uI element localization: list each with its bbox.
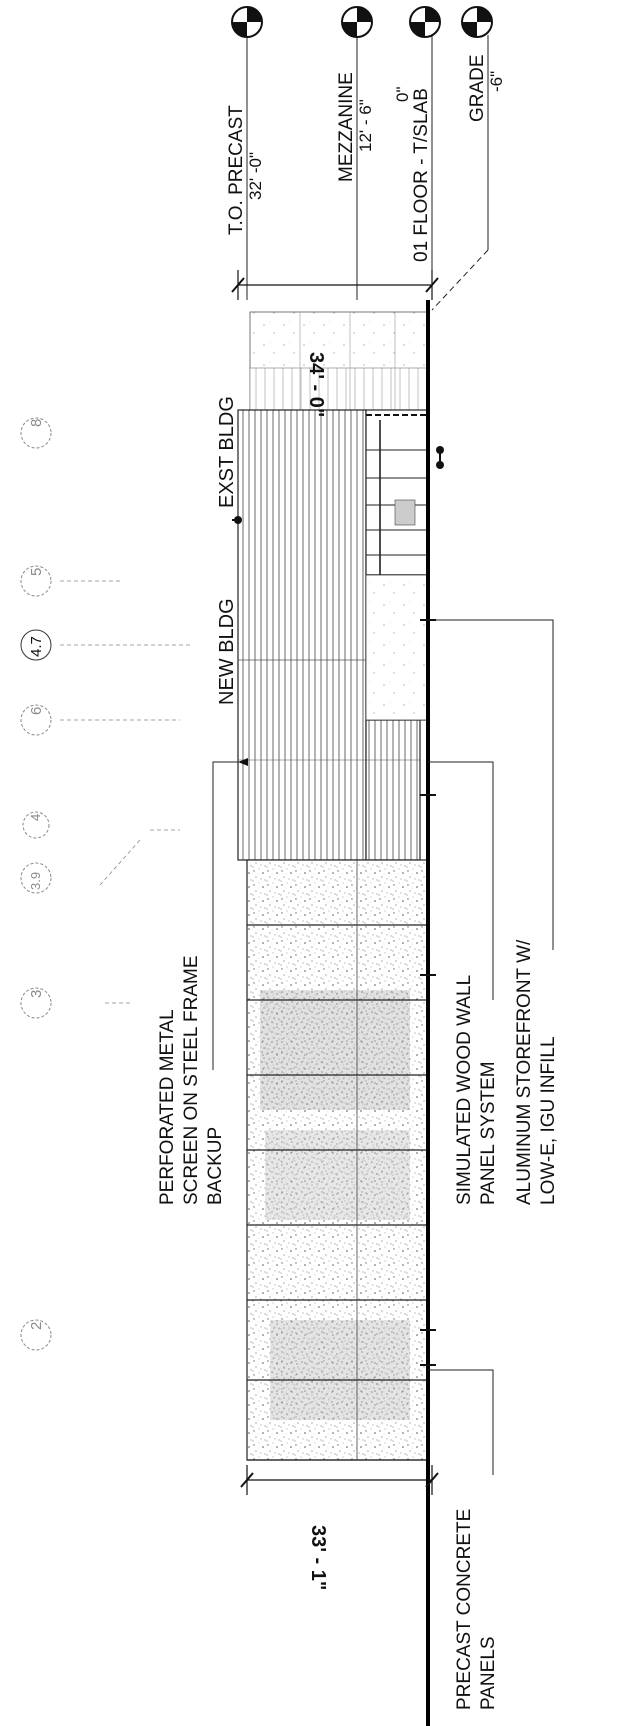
perforated-metal-screen [237,409,421,861]
building-divider [232,446,444,524]
annotation-wood-line1: SIMULATED WOOD WALL [454,975,475,1205]
grid-bubble-6: 6 [28,707,45,715]
annotation-perforated: PERFORATED METAL SCREEN ON STEEL FRAME B… [157,955,226,1205]
annotation-precast-line1: PRECAST CONCRETE [454,1509,475,1710]
annotation-wood: SIMULATED WOOD WALL PANEL SYSTEM [454,975,499,1205]
exst-bldg-label: EXST BLDG [216,396,238,508]
level-marker-mezzanine [341,6,373,38]
grid-bubble-3: 3 [28,990,45,998]
annotation-storefront-line2: LOW-E, IGU INFILL [538,1036,559,1205]
level-top-name: T.O. PRECAST [226,105,247,235]
leader-perforated-arrow [238,758,248,766]
grid-bubbles [20,417,52,1351]
annotation-perforated-line1: PERFORATED METAL [157,1009,178,1205]
level-mezzanine-name: MEZZANINE [336,72,357,182]
annotation-perforated-line2: SCREEN ON STEEL FRAME [181,955,202,1205]
annotation-perforated-line3: BACKUP [205,1127,226,1205]
level-floor-name: 01 FLOOR - T/SLAB [411,88,432,262]
leader-wood [428,761,494,1000]
level-grade: GRADE -6" [467,54,506,122]
level-floor: 01 FLOOR - T/SLAB 0" [393,87,432,263]
level-top-elev: 32' -0" [246,152,265,200]
level-top: T.O. PRECAST 32' -0" [226,105,265,235]
annotation-precast-line2: PANELS [478,1636,499,1710]
grid-bubble-3-9: 3.9 [28,872,43,890]
annotation-storefront-line1: ALUMINUM STOREFRONT W/ [514,939,535,1205]
grid-bubble-4-7: 4.7 [28,636,45,657]
level-floor-elev: 0" [393,87,412,103]
dimension-new-text: 33' - 1" [307,1525,329,1590]
leader-precast [428,1369,494,1475]
grid-bubble-5: 5 [28,568,45,576]
slab-ticks [420,619,436,1366]
level-mezzanine-elev: 12' - 6" [356,99,375,152]
dimension-new [240,1465,439,1495]
leader-perforated [212,761,238,1070]
dimension-existing [231,270,439,300]
grid-bubble-4: 4 [28,814,43,821]
leader-storefront [428,619,554,950]
grid-leaders [60,580,190,1004]
new-bldg-label: NEW BLDG [216,598,238,705]
level-lines [246,35,489,311]
annotation-storefront: ALUMINUM STOREFRONT W/ LOW-E, IGU INFILL [514,939,559,1205]
grid-bubble-8: 8 [28,419,45,427]
level-mezzanine: MEZZANINE 12' - 6" [336,72,375,182]
grid-bubble-2: 2 [28,1322,45,1330]
level-grade-name: GRADE [467,54,488,122]
precast-panels [246,859,429,1461]
annotation-wood-line2: PANEL SYSTEM [478,1061,499,1205]
level-grade-elev: -6" [487,71,506,92]
dimension-existing-text: 34' - 0" [305,352,327,417]
level-marker-grade [461,6,493,38]
annotation-precast: PRECAST CONCRETE PANELS [454,1509,499,1710]
level-marker-top [231,6,263,38]
level-marker-floor [409,6,441,38]
storefront-area [365,409,429,721]
existing-building [249,311,429,411]
